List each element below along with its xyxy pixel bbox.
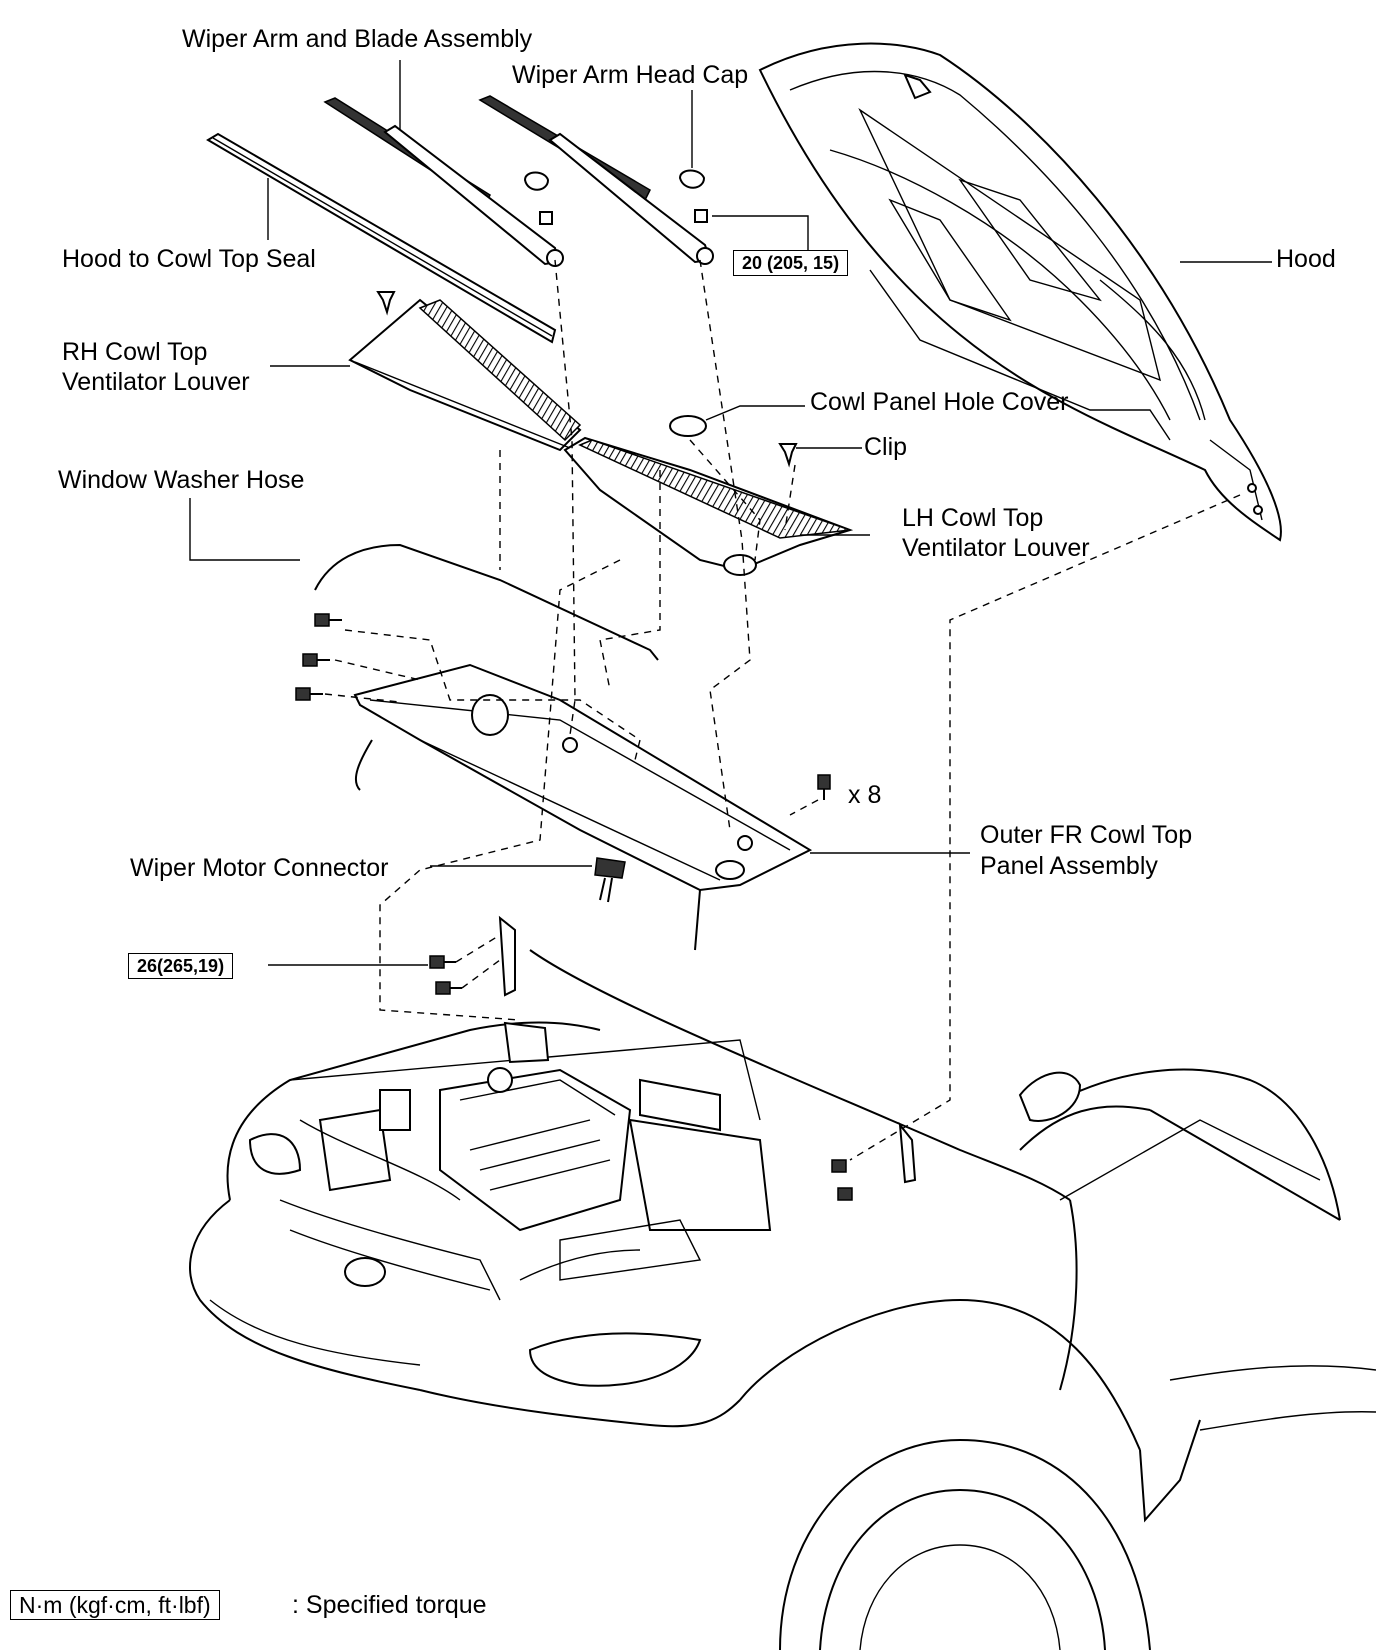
outer-cowl-panel-part	[353, 663, 970, 951]
label-hood-cowl-seal: Hood to Cowl Top Seal	[62, 245, 316, 273]
label-wiper-arm-blade: Wiper Arm and Blade Assembly	[182, 25, 533, 53]
label-wiper-arm-head-cap: Wiper Arm Head Cap	[512, 61, 749, 89]
hood-cowl-seal-part	[206, 132, 557, 344]
label-bolt-count: x 8	[848, 781, 882, 809]
torque-hood-hinge: 26(265,19)	[128, 953, 234, 979]
wiper-connector-part	[430, 857, 626, 903]
label-washer-hose: Window Washer Hose	[58, 466, 305, 494]
wiper-arm-lh-part	[478, 95, 714, 265]
label-hood: Hood	[1276, 245, 1336, 273]
washer-hose-part	[189, 498, 659, 661]
label-outer-panel-line1: Outer FR Cowl Top	[980, 821, 1193, 849]
dashed-guides	[324, 259, 1241, 1161]
hood-part	[758, 42, 1282, 542]
clip-parts	[376, 291, 862, 468]
rh-louver-part	[270, 298, 582, 452]
bolts-panel	[295, 613, 831, 800]
lh-louver-part	[563, 436, 870, 576]
label-wiper-connector: Wiper Motor Connector	[130, 854, 389, 882]
cowl-hole-cover-part	[669, 405, 805, 437]
label-lh-louver-line1: LH Cowl Top	[902, 504, 1044, 532]
label-lh-louver-line2: Ventilator Louver	[902, 534, 1090, 562]
vehicle-body	[189, 949, 1376, 1650]
engine-bay	[289, 1021, 772, 1281]
legend-unit-box: N·m (kgf·cm, ft·lbf)	[10, 1590, 220, 1620]
legend-meaning: : Specified torque	[292, 1591, 487, 1619]
label-clip: Clip	[864, 433, 908, 461]
label-cowl-hole-cover: Cowl Panel Hole Cover	[810, 388, 1069, 416]
torque-wiper-nut: 20 (205, 15)	[733, 250, 849, 276]
hinge-bolts	[268, 915, 917, 1201]
wiper-head-caps	[523, 90, 809, 250]
label-rh-louver-line2: Ventilator Louver	[62, 368, 250, 396]
label-rh-louver-line1: RH Cowl Top	[62, 338, 208, 366]
wiper-arm-rh-part	[323, 60, 564, 267]
label-outer-panel-line2: Panel Assembly	[980, 852, 1158, 880]
